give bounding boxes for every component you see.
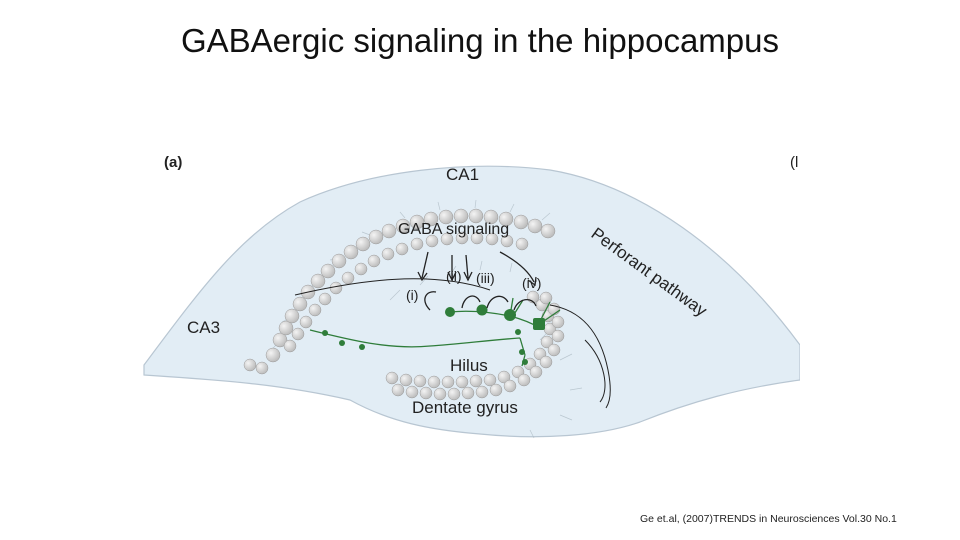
- perforant-fibres: [294, 278, 611, 409]
- marker-i: (i): [406, 287, 418, 303]
- slide-title: GABAergic signaling in the hippocampus: [180, 22, 779, 59]
- marker-iv: (iv): [522, 275, 541, 291]
- panel-label: (a): [164, 154, 182, 171]
- ca1-label: CA1: [446, 165, 479, 184]
- interneuron-somata: [322, 304, 545, 365]
- dentate-gyrus-label: Dentate gyrus: [412, 398, 518, 417]
- gaba-signaling-label: GABA signaling: [398, 221, 509, 238]
- hippocampus-tissue: [143, 165, 800, 438]
- marker-ii: (ii): [446, 268, 462, 284]
- marker-iii: (iii): [476, 270, 495, 286]
- gaba-arrows: [417, 251, 537, 311]
- panel-label-cut: (l: [790, 154, 798, 171]
- citation: Ge et.al, (2007)TRENDS in Neurosciences …: [640, 513, 897, 525]
- granule-cell-layer: [385, 290, 565, 401]
- hippocampus-diagram: (a) (l CA1 GABA signaling CA3 Hilus Dent…: [130, 140, 800, 440]
- ca3-label: CA3: [187, 318, 220, 337]
- hippocampus-svg: (a) (l CA1 GABA signaling CA3 Hilus Dent…: [143, 154, 800, 439]
- pyramidal-cell-layer: [243, 208, 556, 375]
- hilus-label: Hilus: [450, 356, 488, 375]
